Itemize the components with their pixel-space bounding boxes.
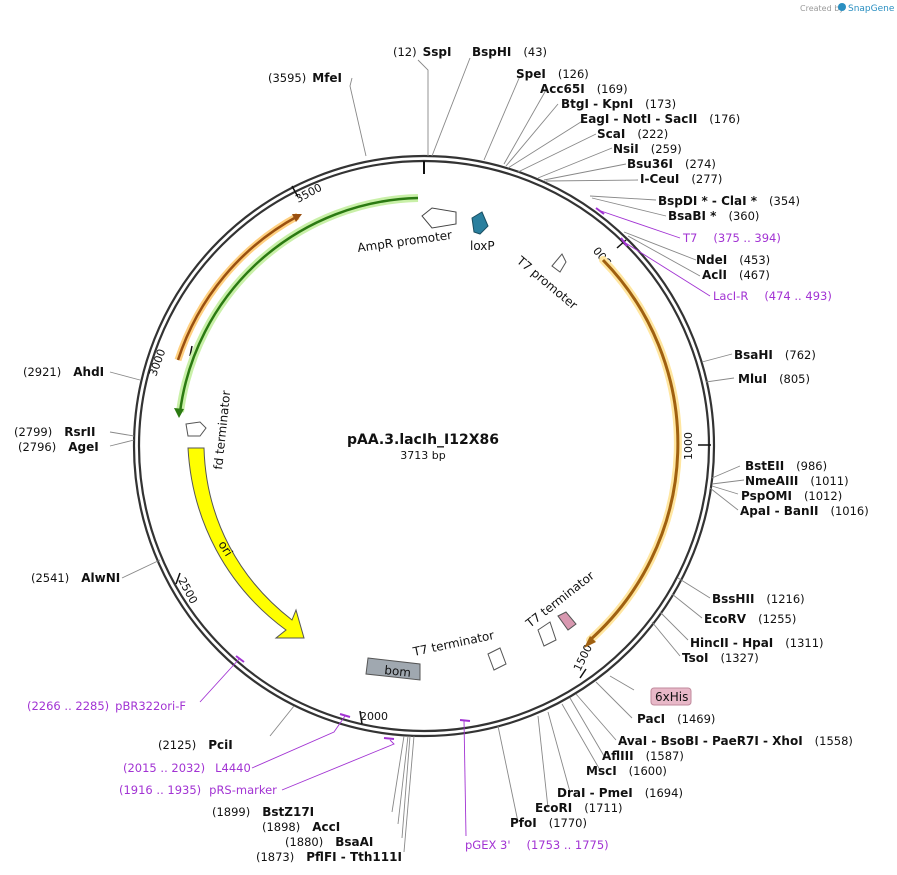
t7-promoter-arrow	[551, 253, 567, 273]
tick-label-2000: 2000	[360, 710, 388, 723]
site-nmeaiii: NmeAIII(1011)	[745, 474, 849, 488]
primer-mark-pbr322	[235, 655, 245, 663]
fd-terminator-label: fd terminator	[211, 390, 233, 471]
site-bsaai: (1880)BsaAI	[285, 835, 373, 849]
site-avai-group: AvaI - BsoBI - PaeR7I - XhoI(1558)	[618, 734, 853, 748]
tick-2000	[359, 710, 363, 725]
orange-cds-arc	[589, 258, 680, 642]
site-i-ceui: I-CeuI(277)	[640, 172, 722, 186]
site-hincii-hpai: HincII - HpaI(1311)	[690, 636, 824, 650]
site-scai: ScaI(222)	[597, 127, 668, 141]
site-leaders	[109, 57, 745, 853]
orange-left-arrowhead	[292, 214, 302, 222]
backbone-outer	[132, 154, 716, 738]
primer-labels: T7(375 .. 394) LacI-R(474 .. 493) pGEX 3…	[27, 231, 832, 852]
site-nsii: NsiI(259)	[613, 142, 682, 156]
amp-promoter-label: AmpR promoter	[356, 228, 452, 255]
green-cds-glow	[176, 194, 419, 413]
tick-label-1500: 1500	[571, 642, 595, 673]
site-apai-banii: ApaI - BanII(1016)	[740, 504, 869, 518]
site-acci: (1898)AccI	[262, 820, 340, 834]
bom-label: bom	[384, 663, 412, 680]
tick-label-1000: 1000	[682, 432, 695, 460]
site-rsrii: (2799)RsrII	[14, 425, 95, 439]
site-pspomi: PspOMI(1012)	[741, 489, 842, 503]
site-acc65i: Acc65I(169)	[540, 82, 628, 96]
orange-left-arc	[176, 214, 299, 361]
green-cds-arc	[178, 196, 419, 413]
site-bsahi: BsaHI(762)	[734, 348, 816, 362]
site-bspdi-clai: BspDI * - ClaI *(354)	[658, 194, 800, 208]
t7-terminator-label-a: T7 terminator	[522, 568, 597, 631]
credit-prefix: Created by	[800, 4, 844, 13]
tick-3500	[291, 185, 299, 198]
plasmid-name: pAA.3.lacIh_I12X86	[347, 432, 499, 448]
site-ahdi: (2921)AhdI	[23, 365, 104, 379]
tick-2500	[175, 572, 181, 585]
credit-brand: SnapGene	[848, 4, 895, 14]
primer-prs-marker: (1916 .. 1935)pRS-marker	[119, 783, 277, 797]
primer-marks	[235, 207, 628, 740]
site-msci: MscI(1600)	[586, 764, 667, 778]
site-acli: AclI(467)	[702, 268, 770, 282]
site-ndei: NdeI(453)	[696, 253, 770, 267]
site-bsteii: BstEII(986)	[745, 459, 827, 473]
site-drai-pmei: DraI - PmeI(1694)	[557, 786, 683, 800]
t7-terminator-arrow-a	[537, 621, 557, 647]
site-bsphi: BspHI(43)	[472, 45, 547, 59]
snapgene-logo-icon	[838, 3, 846, 11]
six-his-box	[650, 687, 692, 706]
fd-terminator-arrow	[185, 421, 207, 437]
primer-laci-r: LacI-R(474 .. 493)	[713, 289, 832, 303]
site-ecori: EcoRI(1711)	[535, 801, 623, 815]
site-pfoi: PfoI(1770)	[510, 816, 587, 830]
green-cds-arrowhead	[174, 408, 184, 418]
primer-t7: T7(375 .. 394)	[682, 231, 781, 245]
six-his-label: 6xHis	[655, 690, 688, 704]
primer-pgex3: pGEX 3'(1753 .. 1775)	[465, 838, 609, 852]
site-bsu36i: Bsu36I(274)	[627, 157, 716, 171]
tick-1500	[579, 668, 587, 679]
primer-mark-prs	[383, 737, 395, 740]
site-sspi: (12)SspI	[393, 45, 451, 59]
site-ecorv: EcoRV(1255)	[704, 612, 796, 626]
primer-pbr322ori-f: (2266 .. 2285)pBR322ori-F	[27, 699, 186, 713]
plasmid-length: 3713 bp	[400, 449, 445, 462]
site-agei: (2796)AgeI	[18, 440, 99, 454]
site-afliii: AflIII(1587)	[602, 749, 684, 763]
site-spei: SpeI(126)	[516, 67, 589, 81]
site-btgi-kpni: BtgI - KpnI(173)	[561, 97, 676, 111]
ampr-promoter-arrow	[421, 207, 457, 229]
six-his-feature	[557, 611, 577, 631]
site-alwni: (2541)AlwNI	[31, 571, 120, 585]
primer-l4440: (2015 .. 2032)L4440	[123, 761, 251, 775]
site-tsoi: TsoI(1327)	[682, 651, 759, 665]
orange-cds-glow	[586, 256, 682, 644]
t7-terminator-arrow-b	[487, 647, 507, 671]
orange-cds-arrowhead	[584, 636, 596, 648]
site-mlui: MluI(805)	[738, 372, 810, 386]
site-bsabi: BsaBI *(360)	[668, 209, 759, 223]
loxp-label: loxP	[470, 239, 495, 253]
primer-mark-pgex	[459, 719, 471, 722]
t7-promoter-label: T7 promoter	[513, 253, 580, 312]
position-ticks	[175, 185, 711, 725]
site-labels: (12)SspI BspHI(43) (3595)MfeI SpeI(126) …	[14, 45, 869, 864]
loxp-feature	[471, 211, 489, 235]
site-pflfi-tth111i: (1873)PflFI - Tth111I	[256, 850, 402, 864]
site-bsshii: BssHII(1216)	[712, 592, 805, 606]
bom-feature	[365, 657, 421, 681]
primer-mark-l4440	[339, 713, 351, 718]
primer-leaders	[199, 209, 711, 837]
t7-terminator-label-b: T7 terminator	[411, 628, 496, 659]
site-bstz17i: (1899)BstZ17I	[212, 805, 314, 819]
site-paci: PacI(1469)	[637, 712, 715, 726]
tick-3000	[189, 345, 193, 357]
site-mfei: (3595)MfeI	[268, 71, 342, 85]
site-pcii: (2125)PciI	[158, 738, 233, 752]
site-eagi-noti-sacii: EagI - NotI - SacII(176)	[580, 112, 740, 126]
ori-feature	[187, 447, 305, 639]
